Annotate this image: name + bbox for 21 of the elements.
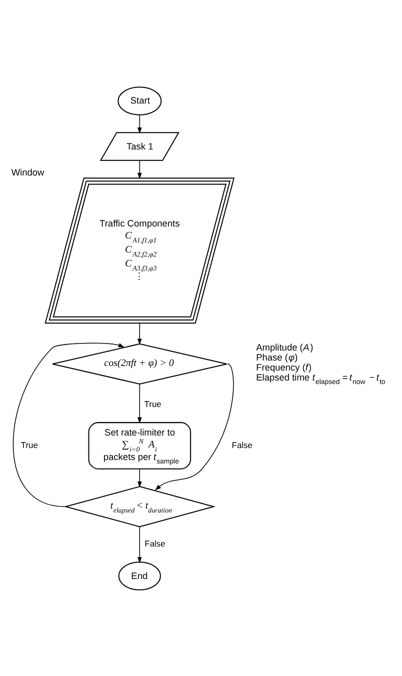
label: Elapsed time t$_{elapsed}$ = t$_{now}$ − t$_{to}$ (256, 372, 386, 386)
node-label: Window (11, 166, 44, 177)
node-box: Set rate-limiter to ∑$_{i=0}$$^{N}$ A$_{i}$ packets per t$_{sample}$ (88, 422, 192, 469)
edge-label: True (20, 439, 38, 450)
node-diamond: t$_{elapsed}$ < t$_{duration}$ (64, 486, 216, 527)
arrow (12, 342, 125, 506)
label: Frequency (f) (256, 362, 312, 372)
node-ellipse: End (118, 561, 161, 590)
edge-label: False (144, 538, 166, 548)
arrow (137, 526, 142, 563)
node-ellipse: Start (118, 86, 162, 115)
arrow (137, 468, 142, 488)
edge-label: False (232, 439, 253, 450)
arrow (137, 322, 142, 344)
arrow (137, 114, 142, 134)
arrow (137, 383, 142, 423)
arrow (154, 363, 234, 490)
label: Amplitude (A) (256, 342, 314, 352)
edge-label: True (144, 398, 162, 408)
label: Phase (φ) (256, 352, 298, 362)
arrow (137, 160, 142, 179)
